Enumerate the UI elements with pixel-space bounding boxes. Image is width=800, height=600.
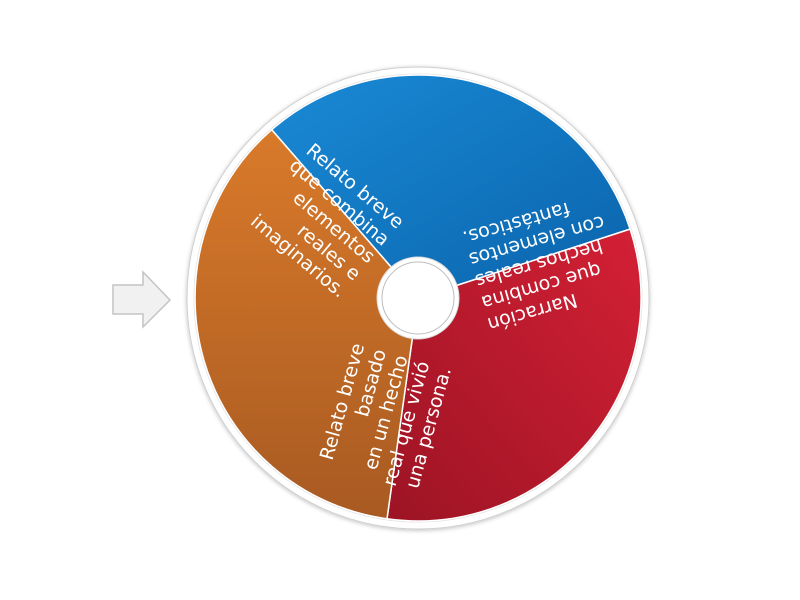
arrow-right-icon — [112, 270, 172, 329]
wheel-segment — [270, 74, 632, 299]
wheel-segments: Relato brevebasadoen un hechoreal que vi… — [194, 74, 642, 522]
wheel-hub-icon[interactable] — [376, 256, 460, 340]
wheel-segment — [194, 128, 419, 520]
